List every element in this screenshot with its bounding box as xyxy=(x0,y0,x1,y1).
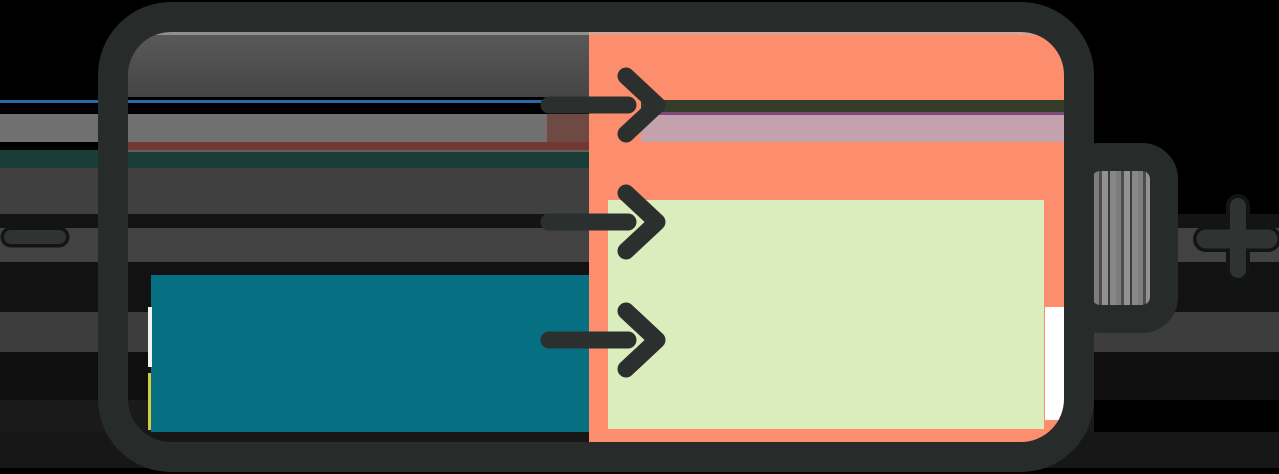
anode-region-teal xyxy=(151,275,589,432)
arrow-backdrop xyxy=(589,77,641,143)
illustration-title: Battery charge flow diagram xyxy=(0,21,1,22)
interior-left-shade xyxy=(128,32,589,97)
stripe-mauve-band xyxy=(589,115,1064,142)
stripe-brown-patch xyxy=(547,114,589,142)
battery-interior xyxy=(128,32,1064,442)
white-highlight-patch xyxy=(1045,307,1064,420)
cathode-region-green xyxy=(608,200,1044,429)
interior-top-highlight xyxy=(130,32,1062,35)
terminal-cavity-stripes xyxy=(1092,171,1154,305)
white-sliver-artifact xyxy=(148,307,152,367)
yellow-sliver-artifact xyxy=(148,373,151,430)
